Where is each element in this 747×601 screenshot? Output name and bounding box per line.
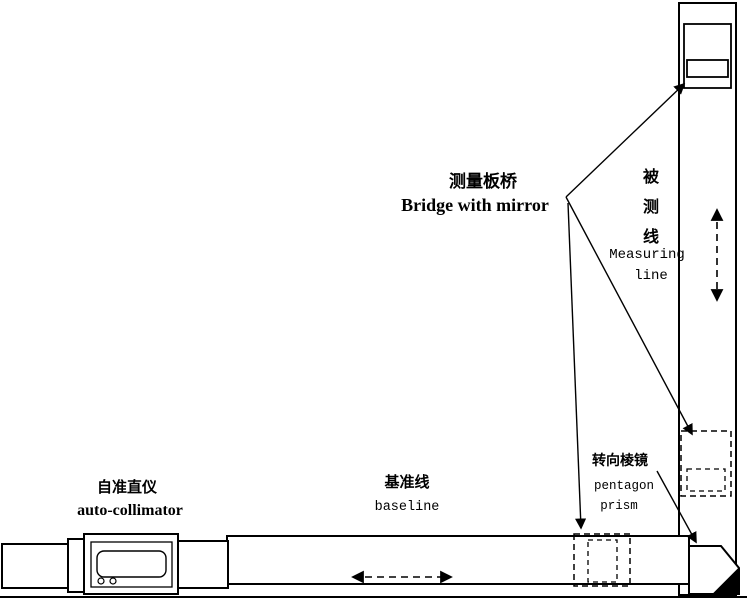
measured-guideway-column bbox=[678, 2, 737, 596]
collimator-screw-right bbox=[109, 577, 117, 585]
measured-line-char-3: 线 bbox=[643, 227, 659, 246]
bridge-dashed-mirror-rail bbox=[587, 539, 618, 583]
bridge-label-cn: 测量板桥 bbox=[449, 171, 518, 192]
collimator-tube bbox=[96, 550, 167, 578]
baseline-label-en: baseline bbox=[375, 500, 440, 515]
collimator-main-body bbox=[83, 533, 179, 595]
collimator-screw-left bbox=[97, 577, 105, 585]
measuring-line-label-1: Measuring bbox=[609, 247, 685, 263]
bridge-leader-to-top-carriage bbox=[565, 82, 686, 198]
collimator-objective-nose bbox=[177, 540, 229, 589]
pentagon-label-en-2: prism bbox=[600, 499, 638, 513]
collimator-label-en: auto-collimator bbox=[77, 502, 183, 519]
pentagon-prism-dark-face bbox=[711, 566, 740, 595]
measured-line-char-1: 被 bbox=[643, 167, 660, 186]
baseline-rail bbox=[226, 535, 690, 585]
bridge-dashed-mirror-column bbox=[686, 468, 726, 492]
mirror-on-carriage bbox=[686, 59, 729, 78]
collimator-flange bbox=[67, 538, 85, 593]
pentagon-leader-arrow bbox=[656, 470, 697, 544]
bridge-dashed-position-column bbox=[680, 430, 732, 497]
collimator-body-inner bbox=[90, 541, 173, 588]
bridge-label-en: Bridge with mirror bbox=[401, 195, 549, 215]
bridge-dashed-position-rail bbox=[573, 533, 631, 587]
pentagon-label-cn: 转向棱镜 bbox=[592, 452, 648, 469]
bridge-leader-to-rail-position bbox=[567, 202, 587, 530]
measured-line-char-2: 测 bbox=[643, 197, 659, 216]
pentagon-label-en-1: pentagon bbox=[594, 479, 654, 493]
bridge-carriage-top bbox=[683, 23, 732, 89]
measuring-line-label-2: line bbox=[634, 268, 668, 284]
collimator-label-cn: 自准直仪 bbox=[97, 478, 158, 496]
collimator-eyepiece-body bbox=[1, 543, 69, 589]
bridge-leader-to-column-position bbox=[565, 196, 693, 436]
baseline-label-cn: 基准线 bbox=[383, 473, 429, 491]
